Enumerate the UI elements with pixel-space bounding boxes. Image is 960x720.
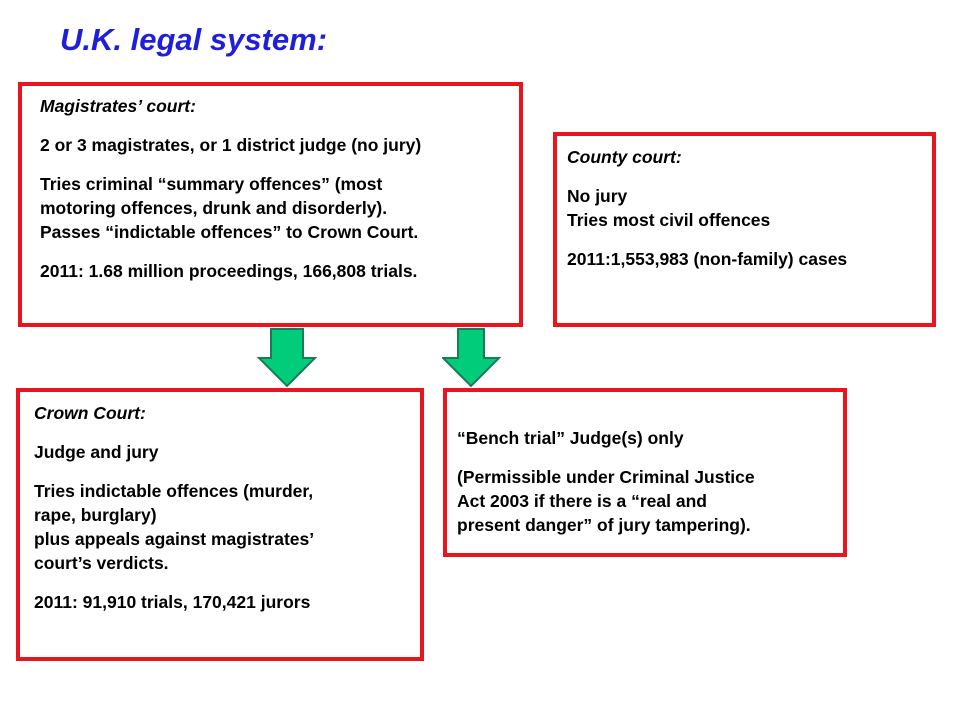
crown-tries-line-1: Tries indictable offences (murder,	[34, 481, 314, 501]
magistrates-stats: 2011: 1.68 million proceedings, 166,808 …	[40, 261, 418, 281]
page-title: U.K. legal system:	[60, 22, 328, 57]
bench-heading: “Bench trial” Judge(s) only	[457, 428, 684, 448]
arrow-to-crown-court	[257, 328, 317, 388]
magistrates-court-box: Magistrates’ court: 2 or 3 magistrates, …	[18, 82, 523, 327]
county-heading: County court:	[567, 147, 682, 167]
crown-stats: 2011: 91,910 trials, 170,421 jurors	[34, 592, 311, 612]
arrow-to-bench-trial	[442, 328, 502, 388]
arrow-down-icon	[442, 328, 502, 388]
bench-trial-box: “Bench trial” Judge(s) only (Permissible…	[443, 388, 847, 557]
bench-note-line-3: present danger” of jury tampering).	[457, 515, 751, 535]
magistrates-composition: 2 or 3 magistrates, or 1 district judge …	[40, 135, 422, 155]
arrow-down-icon	[257, 328, 317, 388]
crown-tries-line-2: rape, burglary)	[34, 505, 157, 525]
bench-note-line-2: Act 2003 if there is a “real and	[457, 491, 707, 511]
crown-tries-line-3: plus appeals against magistrates’	[34, 529, 315, 549]
magistrates-tries-line-3: Passes “indictable offences” to Crown Co…	[40, 222, 419, 242]
magistrates-tries-line-2: motoring offences, drunk and disorderly)…	[40, 198, 388, 218]
crown-tries-line-4: court’s verdicts.	[34, 553, 169, 573]
magistrates-heading: Magistrates’ court:	[40, 96, 196, 116]
crown-heading: Crown Court:	[34, 403, 146, 423]
county-stats: 2011:1,553,983 (non-family) cases	[567, 249, 848, 269]
bench-note-line-1: (Permissible under Criminal Justice	[457, 467, 755, 487]
county-tries: Tries most civil offences	[567, 210, 771, 230]
magistrates-tries-line-1: Tries criminal “summary offences” (most	[40, 174, 383, 194]
county-court-box: County court: No jury Tries most civil o…	[553, 132, 936, 327]
county-jury: No jury	[567, 186, 628, 206]
crown-composition: Judge and jury	[34, 442, 159, 462]
crown-court-box: Crown Court: Judge and jury Tries indict…	[16, 388, 424, 661]
